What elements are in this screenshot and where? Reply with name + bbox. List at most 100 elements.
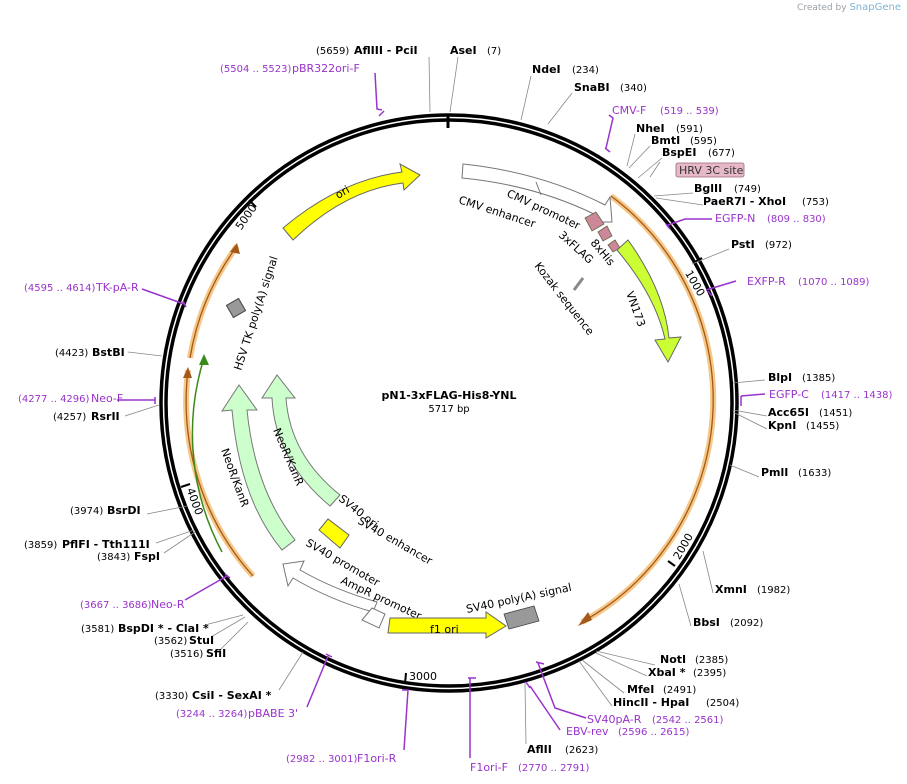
enzyme-acc65i: Acc65I [768, 406, 809, 419]
enzyme-aflii: AflII [527, 743, 552, 756]
enzyme-pos-aflIII: (5659) [316, 46, 349, 57]
neor-outer-feature [221, 384, 296, 551]
enzyme-tth111i: PflFI - Tth111I [62, 538, 150, 551]
snapgene-credit: Created by SnapGene [797, 2, 901, 13]
enzyme-pos-xmni: (1982) [757, 585, 790, 596]
primer-neo-r: Neo-R [151, 598, 185, 611]
primer-pos-pbr322: (5504 .. 5523) [220, 64, 292, 75]
primer-pos-neo-f: (4277 .. 4296) [18, 394, 90, 405]
primer-pos-f1ori-f: (2770 .. 2791) [518, 763, 590, 774]
enzyme-pos-snabi: (340) [620, 83, 647, 94]
enzyme-pos-clai: (3581) [81, 624, 114, 635]
enzyme-nhei: NheI [636, 122, 665, 135]
primer-marks [117, 72, 766, 758]
primer-egfp-n: EGFP-N [715, 212, 755, 225]
enzyme-pos-bmti: (595) [690, 136, 717, 147]
orf-arc-neo [185, 369, 254, 577]
orf-arrow-neo [183, 367, 192, 378]
primer-pos-cmv-f: (519 .. 539) [660, 106, 719, 117]
enzyme-pos-aflii: (2623) [565, 745, 598, 756]
cmv-promoter-feature [461, 163, 613, 223]
primer-pos-ebv-rev: (2596 .. 2615) [618, 727, 690, 738]
enzyme-bmti: BmtI [651, 134, 680, 147]
enzyme-noti: NotI [660, 653, 686, 666]
enzyme-xmni: XmnI [715, 583, 747, 596]
kozak-label: Kozak sequence [532, 260, 597, 338]
enzyme-pos-noti: (2385) [695, 655, 728, 666]
orf-arrow-hsv [230, 243, 240, 254]
primer-pos-exfp-r: (1070 .. 1089) [798, 277, 870, 288]
hsv-polya-feature [225, 297, 247, 319]
enzyme-pos-xbai: (2395) [693, 668, 726, 679]
enzyme-bglii: BglII [694, 182, 722, 195]
neo-green-arc [191, 357, 223, 553]
enzyme-pos-ndei: (234) [572, 65, 599, 76]
plasmid-name: pN1-3xFLAG-His8-YNL [382, 389, 517, 402]
enzyme-clai: BspDI * - ClaI * [118, 622, 209, 635]
enzyme-pos-hpai: (2504) [706, 698, 739, 709]
enzyme-psti: PstI [731, 238, 755, 251]
primer-exfp-r: EXFP-R [747, 275, 786, 288]
primer-tk-pa-r: TK-pA-R [95, 281, 139, 294]
primer-ebv-rev: EBV-rev [566, 725, 609, 738]
svg-text:HRV 3C site: HRV 3C site [679, 164, 744, 177]
ori-label: ori [333, 183, 352, 201]
enzyme-pos-fspi: (3843) [97, 552, 130, 563]
enzyme-bsrdi: BsrDI [107, 504, 141, 517]
tick-3000: 3000 [404, 670, 437, 685]
primer-egfp-c: EGFP-C [769, 388, 809, 401]
enzyme-pos-nhei: (591) [676, 124, 703, 135]
enzyme-pos-sfii: (3516) [170, 649, 203, 660]
enzyme-blpi: BlpI [768, 371, 792, 384]
neor-inner-feature [261, 374, 341, 507]
sv40-ori-feature [318, 518, 350, 549]
primer-pos-sv40pa-r: (2542 .. 2561) [652, 715, 724, 726]
enzyme-pos-rsrii: (4257) [53, 412, 86, 423]
hrv-3c-label: HRV 3C site [649, 161, 745, 178]
enzyme-pos-psti: (972) [765, 240, 792, 251]
vn173-feature [616, 239, 682, 364]
enzyme-leader-lines [124, 56, 768, 745]
enzyme-bstbi: BstBI [92, 346, 125, 359]
primer-f1ori-f: F1ori-F [470, 761, 508, 774]
plasmid-length: 5717 bp [428, 404, 469, 415]
neo-green-arrow [199, 354, 209, 365]
enzyme-bspei: BspEI [662, 146, 696, 159]
credit-prefix: Created by [797, 3, 847, 13]
enzyme-pos-bglii: (749) [734, 184, 761, 195]
enzyme-labels: (5659) AflIII - PciI AseI (7) NdeI (234)… [24, 44, 852, 756]
enzyme-bbsi: BbsI [693, 616, 720, 629]
enzyme-mfei: MfeI [627, 683, 654, 696]
svg-text:3000: 3000 [409, 670, 437, 683]
primer-pos-tk-pa-r: (4595 .. 4614) [24, 283, 96, 294]
primer-pos-f1ori-r: (2982 .. 3001) [286, 754, 358, 765]
enzyme-pos-sexai: (3330) [155, 691, 188, 702]
enzyme-stui: StuI [189, 634, 214, 647]
primer-pos-egfp-c: (1417 .. 1438) [821, 390, 893, 401]
sv40enh-label: SV40 enhancer [356, 514, 435, 567]
enzyme-xhoi: PaeR7I - XhoI [703, 195, 786, 208]
enzyme-kpni: KpnI [768, 419, 796, 432]
enzyme-pos-bstbi: (4423) [55, 348, 88, 359]
enzyme-rsrii: RsrII [91, 410, 120, 423]
enzyme-pos-xhoi: (753) [802, 197, 829, 208]
enzyme-aflIII: AflIII - PciI [354, 44, 418, 57]
primer-labels: CMV-F (519 .. 539) EGFP-N (809 .. 830) E… [18, 62, 893, 774]
enzyme-pos-kpni: (1455) [806, 421, 839, 432]
sv40-promoter-feature [282, 560, 378, 613]
primer-pos-neo-r: (3667 .. 3686) [80, 600, 152, 611]
enzyme-ndei: NdeI [532, 63, 561, 76]
vn173-label: VN173 [623, 290, 648, 329]
enzyme-pos-stui: (3562) [154, 636, 187, 647]
enzyme-pos-asei: (7) [487, 46, 501, 57]
enzyme-pos-bspei: (677) [708, 148, 735, 159]
enzyme-pos-tth111i: (3859) [24, 540, 57, 551]
enzyme-pos-pmli: (1633) [798, 468, 831, 479]
enzyme-sfii: SfiI [206, 647, 226, 660]
primer-sv40pa-r: SV40pA-R [587, 713, 642, 726]
enzyme-pos-blpi: (1385) [802, 373, 835, 384]
kozak-flag-feature [584, 211, 605, 232]
orf-arrow-right [578, 612, 592, 626]
sv40-polya-feature [503, 605, 540, 630]
